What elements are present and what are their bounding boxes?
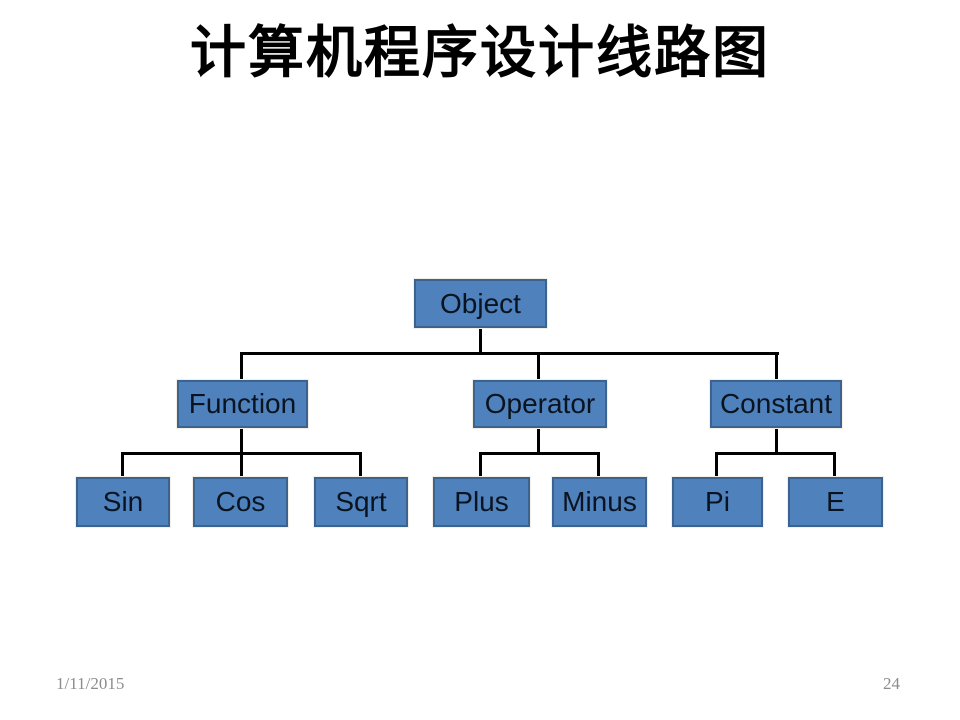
connector-operator-bar: [479, 452, 600, 455]
node-object: Object: [414, 279, 547, 328]
connector-drop-operator: [537, 352, 540, 380]
node-plus: Plus: [433, 477, 530, 527]
node-pi: Pi: [672, 477, 763, 527]
footer-page-number: 24: [883, 674, 900, 693]
connector-drop-e: [833, 452, 836, 477]
node-constant: Constant: [710, 380, 842, 428]
node-sqrt: Sqrt: [314, 477, 408, 527]
connector-drop-sqrt: [359, 452, 362, 477]
connector-drop-minus: [597, 452, 600, 477]
connector-object-stem: [479, 328, 482, 355]
connector-constant-stem: [775, 427, 778, 455]
connector-drop-pi: [715, 452, 718, 477]
connector-constant-bar: [715, 452, 836, 455]
slide-title: 计算机程序设计线路图: [190, 20, 770, 86]
node-function: Function: [177, 380, 308, 428]
connector-function-stem: [240, 428, 243, 455]
connector-operator-stem: [537, 428, 540, 455]
connector-drop-plus: [479, 452, 482, 477]
connector-level1-bar: [240, 352, 779, 355]
node-minus: Minus: [552, 477, 647, 527]
connector-drop-sin: [121, 452, 124, 477]
node-sin: Sin: [76, 477, 170, 527]
node-cos: Cos: [193, 477, 288, 527]
connector-drop-function: [240, 352, 243, 380]
node-operator: Operator: [473, 380, 607, 428]
connector-drop-constant: [775, 352, 778, 380]
footer-date: 1/11/2015: [56, 674, 125, 693]
node-e: E: [788, 477, 883, 527]
connector-drop-cos: [240, 452, 243, 477]
